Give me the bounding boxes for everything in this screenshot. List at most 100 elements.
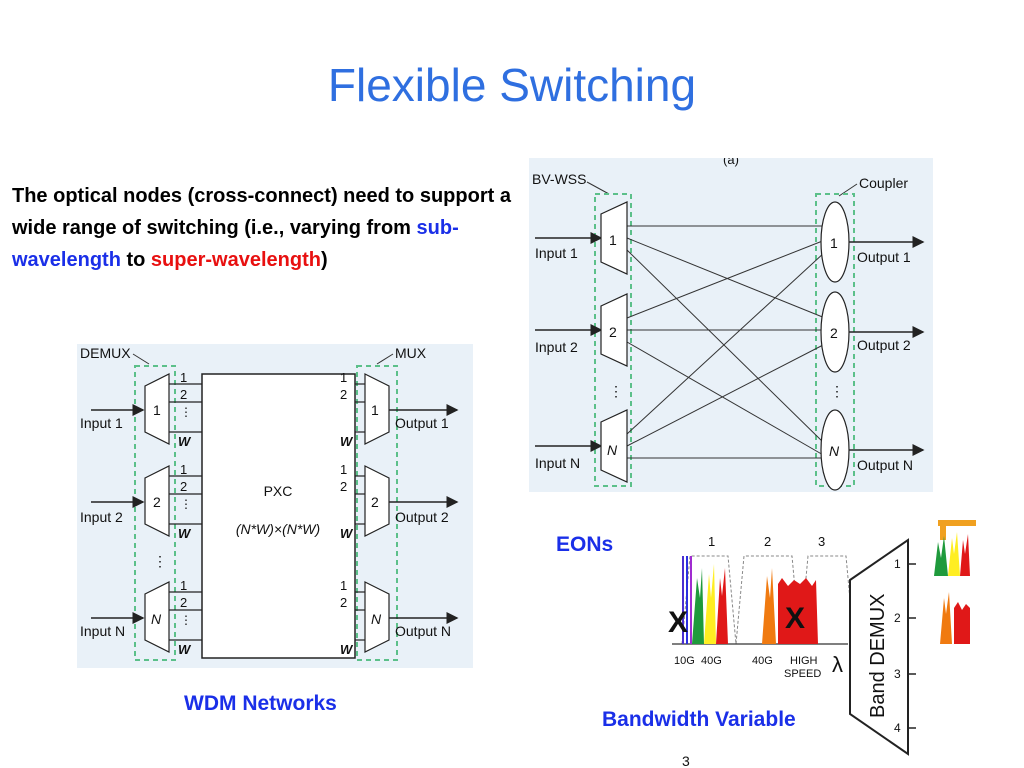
eon-rate-10g: 10G — [674, 655, 695, 667]
band-tick-4: 4 — [894, 721, 901, 735]
desc-part1: The optical nodes (cross-connect) need t… — [12, 185, 511, 239]
wdm-mux-label: MUX — [395, 345, 427, 361]
bvwss-coupler-label: Coupler — [859, 175, 908, 191]
wdm-mux-id: 2 — [371, 494, 379, 510]
desc-to: to — [120, 249, 151, 271]
eon-rate-40g-a: 40G — [701, 655, 722, 667]
wdm-mux-port-w: W — [340, 434, 354, 449]
eon-spectrum-diagram: 1 2 3 X X 10G 40G 40G HIGH SPEED λ Band … — [668, 520, 976, 768]
eon-peak-orange — [762, 568, 776, 644]
output-band2-red — [954, 602, 970, 644]
pxc-box — [201, 373, 356, 659]
wdm-mux-port-2: 2 — [340, 387, 347, 402]
eon-lambda-symbol: λ — [832, 652, 843, 677]
wdm-demux-group — [134, 365, 176, 661]
bvwss-wss-id: N — [607, 442, 618, 458]
bvwss-wss-trapezoid — [600, 293, 628, 367]
bvwss-row-2: Input 2 2 2 Output 2 — [535, 291, 925, 373]
wdm-mux-id: 1 — [371, 402, 379, 418]
bvwss-output-label: Output N — [857, 457, 913, 473]
wdm-mux-port-1: 1 — [340, 578, 347, 593]
band-tick-1: 1 — [894, 557, 901, 571]
bvwss-coupler-id: N — [829, 443, 840, 459]
wdm-mux-port-w: W — [340, 526, 354, 541]
bvwss-diagram: (a) BV-WSS Coupler Input 1 1 1 Output 1 … — [529, 158, 933, 492]
bvwss-input-label: Input 2 — [535, 339, 578, 355]
output-band1-green — [934, 536, 948, 576]
bvwss-wss-id: 2 — [609, 324, 617, 340]
wdm-port-1: 1 — [180, 578, 187, 593]
wdm-port-w: W — [178, 642, 192, 657]
wdm-mux-leader — [376, 353, 394, 365]
bvwss-output-label: Output 2 — [857, 337, 911, 353]
wdm-mux-trapezoid — [364, 465, 390, 537]
wdm-port-2: 2 — [180, 595, 187, 610]
eon-rate-40g-b: 40G — [752, 655, 773, 667]
eon-rate-high: HIGH — [790, 655, 818, 667]
band-demux-label: Band DEMUX — [867, 594, 889, 719]
wdm-row-n: Input N N 1 2 ⋮ W 1 2 W N Output N — [80, 578, 459, 657]
pxc-formula: (N*W)×(N*W) — [236, 521, 320, 537]
bvwss-row-1: Input 1 1 1 Output 1 — [535, 201, 925, 283]
eon-peak-yellow — [704, 564, 716, 644]
wdm-mux-trapezoid — [364, 373, 390, 445]
wdm-output-label: Output N — [395, 623, 451, 639]
wdm-demux-trapezoid — [144, 465, 170, 537]
wdm-demux-leader — [132, 353, 150, 365]
bvwss-coupler-group — [815, 193, 855, 487]
wdm-port-w: W — [178, 434, 192, 449]
desc-end: ) — [320, 249, 328, 271]
wdm-port-w: W — [178, 526, 192, 541]
caption-eons: EONs — [556, 533, 614, 556]
bvwss-row-ellipsis: ⋮ — [609, 383, 623, 399]
wdm-port-dots: ⋮ — [180, 497, 192, 511]
eon-rate-speed: SPEED — [784, 668, 821, 680]
wdm-mux-id: N — [371, 611, 382, 627]
bvwss-coupler-ellipsis: ⋮ — [830, 383, 844, 399]
page-title: Flexible Switching — [327, 59, 697, 111]
wdm-diagram: DEMUX MUX PXC (N*W)×(N*W) Input 1 1 1 2 … — [77, 344, 473, 668]
eon-slot-outline — [681, 555, 855, 645]
band-demux-trapezoid — [849, 538, 909, 756]
wdm-mux-group — [356, 365, 398, 661]
wdm-mux-port-1: 1 — [340, 370, 347, 385]
wdm-input-label: Input 1 — [80, 415, 123, 431]
band-tick-2: 2 — [894, 611, 901, 625]
band-tick-3: 3 — [894, 667, 901, 681]
eon-reject-icon-1: X — [668, 606, 688, 639]
bvwss-wss-id: 1 — [609, 232, 617, 248]
bvwss-top-label: (a) — [723, 158, 739, 167]
bvwss-input-label: Input N — [535, 455, 580, 471]
wdm-demux-id: N — [151, 611, 162, 627]
description-text: The optical nodes (cross-connect) need t… — [12, 180, 512, 276]
wdm-output-label: Output 1 — [395, 415, 449, 431]
eon-slot-label-2: 2 — [764, 534, 771, 549]
wdm-row-1: Input 1 1 1 2 ⋮ W 1 2 W 1 Output 1 — [80, 370, 459, 449]
eon-reject-icon-2: X — [785, 602, 805, 635]
wdm-mux-port-2: 2 — [340, 479, 347, 494]
bvwss-row-n: Input N N N Output N — [535, 409, 925, 491]
wdm-port-2: 2 — [180, 387, 187, 402]
wdm-input-label: Input N — [80, 623, 125, 639]
bvwss-wss-trapezoid — [600, 201, 628, 275]
wdm-demux-id: 1 — [153, 402, 161, 418]
bvwss-background — [529, 158, 933, 492]
desc-super-wavelength: super-wavelength — [150, 249, 321, 271]
bvwss-coupler-id: 2 — [830, 325, 838, 341]
desc-sub-wavelength: sub-wavelength — [12, 217, 459, 271]
wdm-row-2: Input 2 2 1 2 ⋮ W 1 2 W 2 Output 2 — [80, 462, 459, 541]
output-band1-yellow — [948, 532, 960, 576]
wdm-port-1: 1 — [180, 370, 187, 385]
wdm-port-2: 2 — [180, 479, 187, 494]
output-band2-orange — [940, 592, 952, 644]
bvwss-output-label: Output 1 — [857, 249, 911, 265]
eon-10g-channels — [682, 556, 692, 644]
wdm-port-1: 1 — [180, 462, 187, 477]
bvwss-wss-trapezoid — [600, 409, 628, 483]
bvwss-wss-label: BV-WSS — [532, 171, 586, 187]
eon-bottom-label: 3 — [682, 753, 690, 768]
output-band1-red — [960, 534, 970, 576]
output-top-bar — [938, 520, 976, 526]
wdm-mux-trapezoid — [364, 581, 390, 653]
wdm-row-ellipsis: ⋮ — [153, 553, 167, 569]
